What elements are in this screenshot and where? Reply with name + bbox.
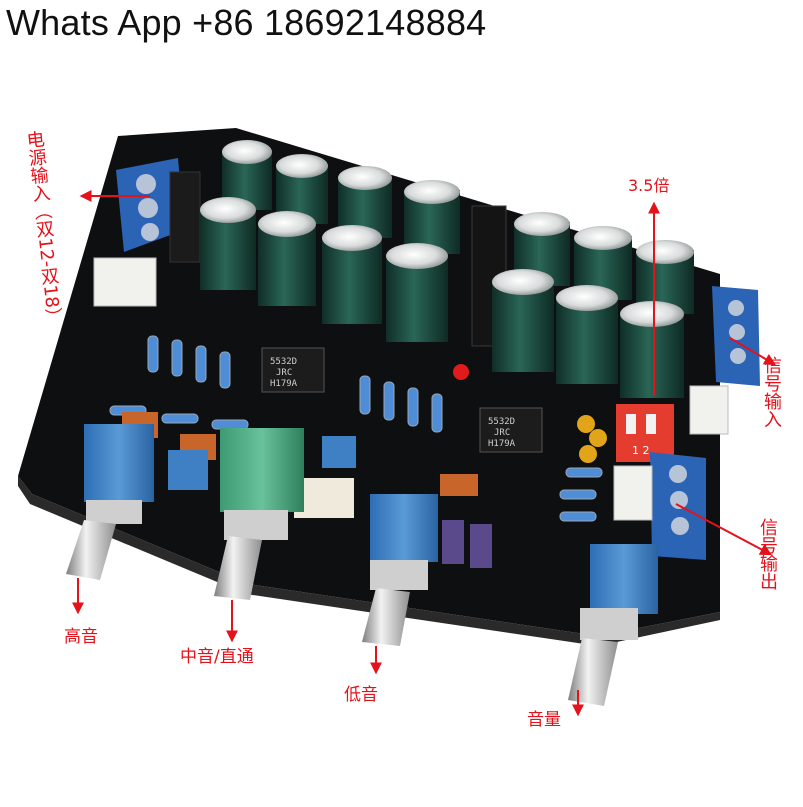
resistor-array xyxy=(109,335,603,522)
op-amp-chip-2: 5532D JRC H179A xyxy=(479,407,543,453)
pcb-edge xyxy=(18,476,720,646)
led xyxy=(453,364,469,380)
contact-header: Whats App +86 18692148884 xyxy=(6,2,487,43)
op-amp-1-text: 5532D xyxy=(270,357,297,367)
svg-text:H179A: H179A xyxy=(270,379,298,389)
ceramic-capacitors xyxy=(577,415,607,463)
treble-label: 高音 xyxy=(64,627,98,647)
signal-input-terminal xyxy=(712,286,760,386)
svg-text:JRC: JRC xyxy=(276,368,292,378)
annotation-arrows xyxy=(72,190,777,717)
mid-label: 中音/直通 xyxy=(180,647,254,667)
svg-text:1 2: 1 2 xyxy=(632,444,650,457)
input-connector xyxy=(689,385,729,435)
op-amp-chip-1: 5532D JRC H179A xyxy=(261,347,325,393)
svg-text:H179A: H179A xyxy=(488,439,516,449)
electrolytic-capacitors xyxy=(200,140,694,398)
mid-potentiometer xyxy=(214,428,304,600)
bass-potentiometer xyxy=(362,494,438,646)
power-terminal-block xyxy=(116,158,184,252)
dip-switch: 1 2 xyxy=(616,404,674,462)
output-connector xyxy=(613,465,653,521)
small-electrolytics xyxy=(442,520,492,568)
signal-output-label: 信号输出 xyxy=(757,518,778,590)
power-connector xyxy=(93,257,157,307)
signal-input-label: 信号输入 xyxy=(761,356,782,428)
volume-label: 音量 xyxy=(527,710,561,730)
bass-label: 低音 xyxy=(344,685,378,705)
svg-text:5532D: 5532D xyxy=(488,417,515,427)
power-heatsink xyxy=(169,171,201,263)
gain-label: 3.5倍 xyxy=(628,176,670,195)
svg-text:JRC: JRC xyxy=(494,428,510,438)
treble-potentiometer xyxy=(66,424,154,580)
volume-potentiometer xyxy=(568,544,658,706)
